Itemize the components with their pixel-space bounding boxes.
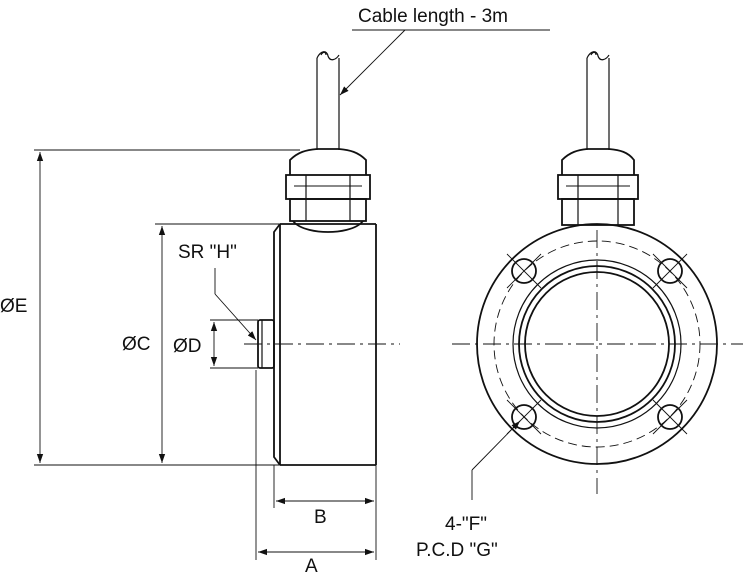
side-cable-gland [285,148,371,233]
holes-leader [471,420,521,500]
front-cable [586,51,610,150]
cable-length-label: Cable length - 3m [358,6,508,27]
bolt-hole [652,399,688,435]
dim-b [273,465,377,560]
holes-label: 4-"F" [445,514,487,535]
side-body [257,223,377,466]
bolt-hole [652,253,688,289]
dim-d [210,319,258,369]
side-cable [316,51,340,150]
bolt-hole [506,253,542,289]
dim-a-label: A [305,556,318,574]
dia-c-label: ØC [122,334,151,355]
front-view: 4-"F" P.C.D "G" [416,51,743,561]
front-cable-gland [557,148,639,226]
dia-d-label: ØD [173,336,202,357]
dim-a [255,370,374,560]
dim-c [155,223,280,463]
cable-leader [339,29,550,96]
side-view: Cable length - 3m ØE ØC ØD SR "H" [0,6,550,574]
dim-e [34,149,300,466]
sr-h-label: SR "H" [178,242,237,263]
dim-b-label: B [314,507,327,528]
bolt-holes [506,253,688,435]
sr-leader [214,268,257,341]
pcd-label: P.C.D "G" [416,540,498,561]
dia-e-label: ØE [0,296,27,317]
